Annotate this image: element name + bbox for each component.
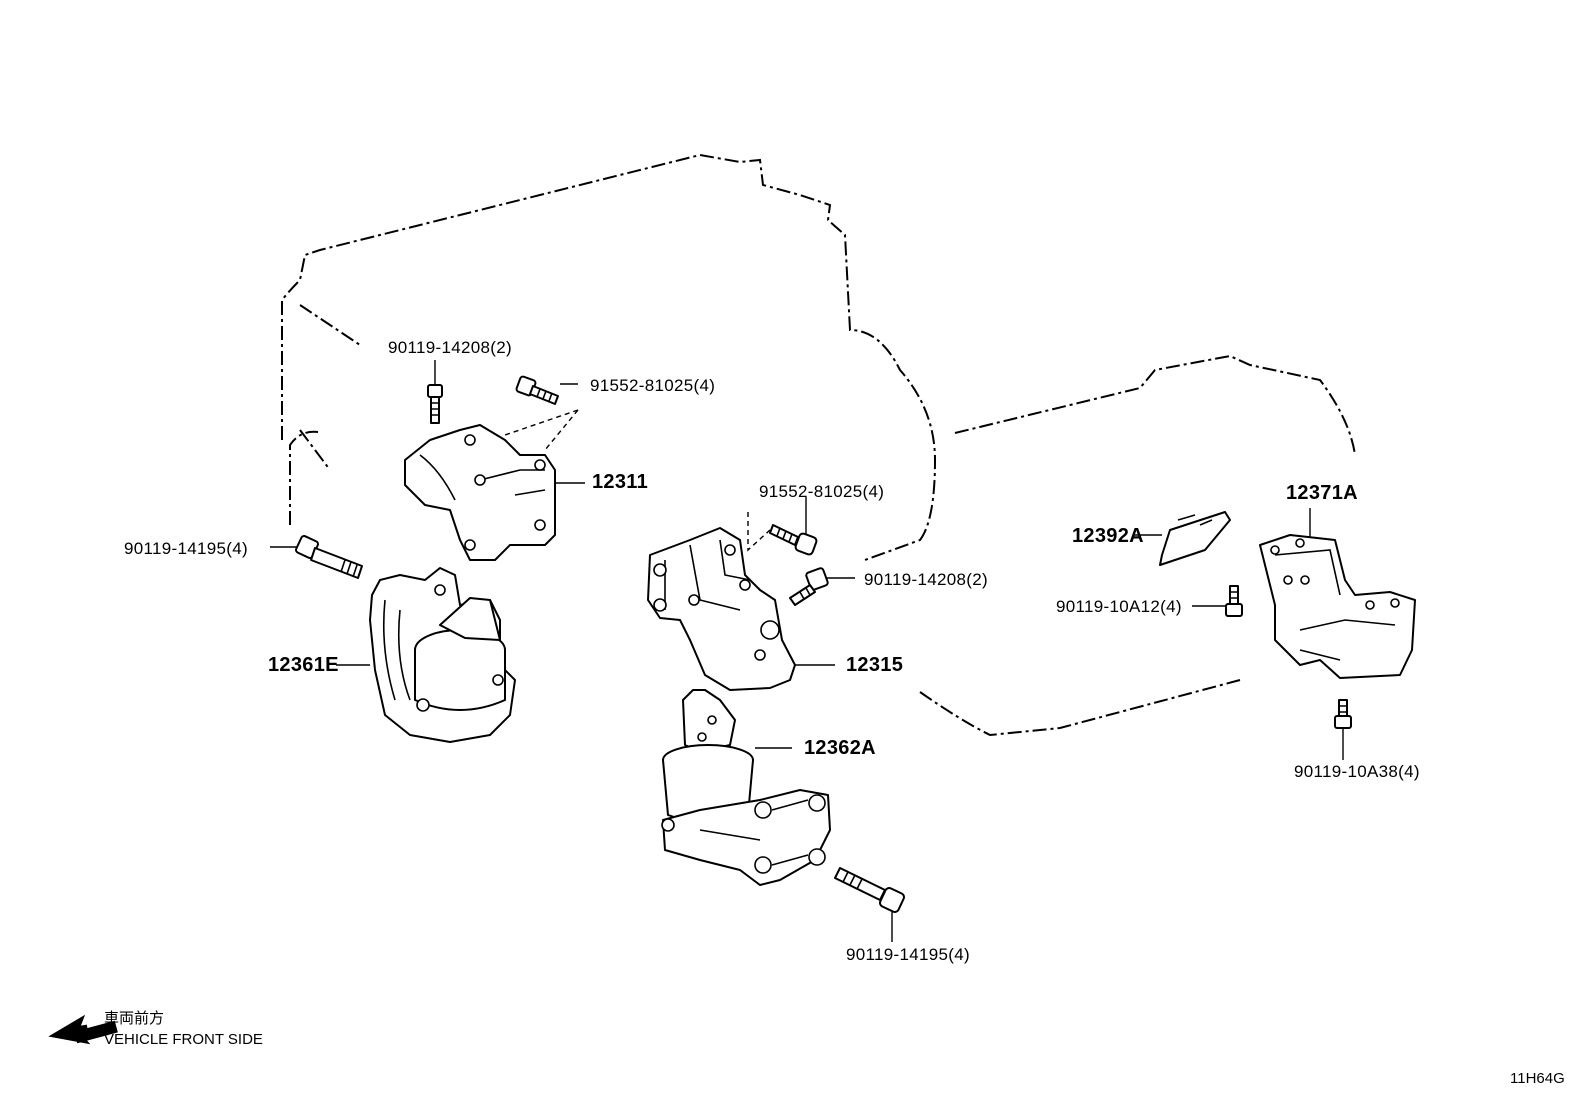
label-part-12311: 12311: [592, 471, 649, 493]
plate-12392A: [1133, 511, 1231, 566]
label-bolt-left: 90119-14195(4): [124, 539, 248, 558]
legend-japanese: 車両前方: [104, 1010, 165, 1027]
label-bolt-right: 90119-10A12(4): [1056, 597, 1182, 616]
legend-vehicle-front-side: VEHICLE FRONT SIDE: [104, 1031, 263, 1048]
bolt-90119-10A12: [1192, 585, 1243, 617]
label-part-12392A: 12392A: [1072, 525, 1144, 547]
engine-mount-12362A: [661, 689, 831, 886]
vehicle-front-arrow-icon: [48, 1014, 118, 1045]
label-part-12371A: 12371A: [1286, 482, 1358, 504]
bolt-90119-14195-left: [270, 535, 363, 579]
engine-outline: [281, 153, 937, 561]
label-bolt-bottom: 90119-14195(4): [846, 945, 970, 964]
label-bolt-mid-right: 90119-14208(2): [864, 570, 988, 589]
bolt-91552-81025-upper: [504, 375, 579, 451]
bolt-90119-10A38: [1334, 699, 1352, 760]
label-bolt-top-mid: 91552-81025(4): [590, 376, 716, 395]
label-part-12362A: 12362A: [804, 737, 876, 759]
engine-mount-12361E: [336, 567, 516, 743]
label-bolt-mid-upper: 91552-81025(4): [759, 482, 885, 501]
label-bolt-top-left: 90119-14208(2): [388, 338, 512, 357]
label-part-12315: 12315: [846, 654, 904, 676]
bolt-90119-14208-upper: [427, 360, 443, 424]
label-bolt-right-bottom: 90119-10A38(4): [1294, 762, 1420, 781]
bolt-91552-81025-middle: [747, 497, 818, 556]
bracket-12315: [647, 527, 835, 691]
bracket-12311: [404, 424, 585, 561]
figure-code: 11H64G: [1510, 1070, 1565, 1087]
bolt-90119-14208-middle: [789, 567, 855, 606]
label-part-12361E: 12361E: [268, 654, 339, 676]
bracket-12371A: [1259, 508, 1416, 679]
transmission-outline: [919, 354, 1356, 737]
bolt-90119-14195-bottom: [834, 867, 905, 942]
